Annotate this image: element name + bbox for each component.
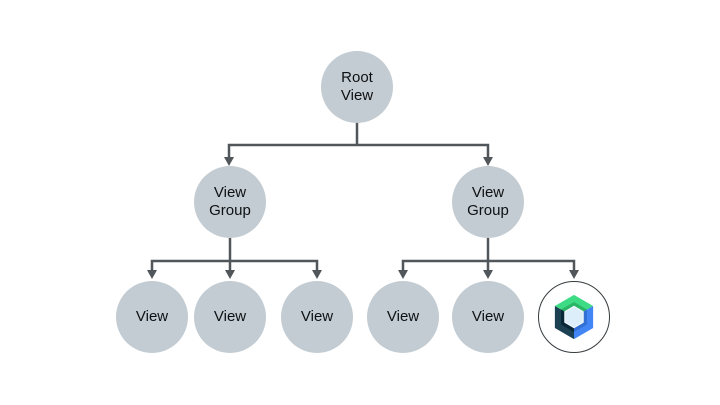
node-label: View bbox=[386, 308, 420, 325]
edge-left-rail bbox=[150, 259, 319, 270]
node-label: View bbox=[213, 308, 247, 325]
jetpack-compose-icon bbox=[554, 294, 594, 340]
arrowhead bbox=[225, 270, 235, 279]
node-view-5: View bbox=[452, 281, 524, 353]
node-view-group-right: View Group bbox=[452, 166, 524, 238]
node-label: Root View bbox=[340, 69, 374, 104]
node-view-2: View bbox=[194, 281, 266, 353]
edge-root-rail bbox=[227, 143, 490, 158]
arrowhead bbox=[147, 270, 157, 279]
arrowhead bbox=[569, 270, 579, 279]
node-label: View Group bbox=[209, 184, 251, 219]
arrowhead bbox=[483, 157, 493, 166]
node-label: View bbox=[471, 308, 505, 325]
node-label: View bbox=[300, 308, 334, 325]
node-compose bbox=[538, 281, 610, 353]
node-view-3: View bbox=[281, 281, 353, 353]
node-view-group-left: View Group bbox=[194, 166, 266, 238]
arrowhead bbox=[312, 270, 322, 279]
node-view-1: View bbox=[116, 281, 188, 353]
arrowhead bbox=[224, 157, 234, 166]
arrowhead bbox=[483, 270, 493, 279]
node-view-4: View bbox=[367, 281, 439, 353]
node-label: View Group bbox=[467, 184, 509, 219]
arrowhead bbox=[398, 270, 408, 279]
node-label: View bbox=[135, 308, 169, 325]
node-root-view: Root View bbox=[321, 51, 393, 123]
